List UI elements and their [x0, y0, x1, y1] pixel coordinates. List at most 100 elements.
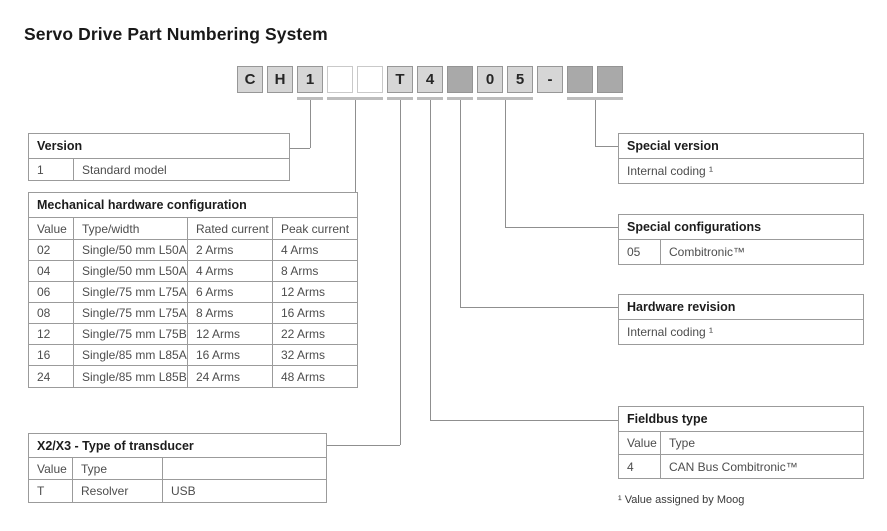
table-row: 06 Single/75 mm L75A 6 Arms 12 Arms	[29, 282, 357, 303]
table-cell: Single/75 mm L75A	[74, 282, 188, 302]
part-number-box: T	[387, 66, 413, 93]
table-cell: CAN Bus Combitronic™	[669, 459, 798, 474]
table-header-row: Value Type	[29, 458, 326, 480]
hardware-revision-table: Hardware revision Internal coding ¹	[618, 294, 864, 345]
leader-line-special-configurations	[505, 227, 618, 228]
table-cell: 04	[29, 261, 74, 281]
part-number-box	[327, 66, 353, 93]
connector-bar-hardware-revision	[447, 97, 473, 100]
connector-bar-version	[297, 97, 323, 100]
leader-line-mechanical	[355, 100, 356, 192]
column-header: Value	[29, 458, 73, 479]
leader-line-fieldbus	[430, 420, 618, 421]
special-version-table-title: Special version	[619, 134, 863, 159]
part-number-box: 0	[477, 66, 503, 93]
table-row: 05 Combitronic™	[619, 240, 863, 264]
transducer-table-title: X2/X3 - Type of transducer	[29, 434, 326, 458]
fieldbus-table: Fieldbus type Value Type 4 CAN Bus Combi…	[618, 406, 864, 479]
leader-line-transducer	[400, 100, 401, 445]
column-header: Rated current	[188, 218, 273, 239]
table-cell: Internal coding ¹	[627, 164, 714, 178]
table-row: 16 Single/85 mm L85A 16 Arms 32 Arms	[29, 345, 357, 366]
table-header-row: Value Type	[619, 432, 863, 455]
column-header: Type	[73, 458, 163, 479]
column-header: Type	[669, 436, 696, 450]
version-table: Version 1 Standard model	[28, 133, 290, 181]
special-configurations-table-title: Special configurations	[619, 215, 863, 240]
part-number-box: 5	[507, 66, 533, 93]
table-row: 12 Single/75 mm L75B 12 Arms 22 Arms	[29, 324, 357, 345]
table-cell: 4 Arms	[281, 243, 319, 257]
table-cell: 12 Arms	[188, 324, 273, 344]
leader-line-special-version	[595, 100, 596, 146]
footnote: ¹ Value assigned by Moog	[618, 494, 745, 506]
table-row: Internal coding ¹	[619, 159, 863, 183]
special-version-table: Special version Internal coding ¹	[618, 133, 864, 184]
part-number-box: 1	[297, 66, 323, 93]
table-cell: USB	[171, 484, 196, 498]
table-cell: 2 Arms	[188, 240, 273, 260]
column-header: Peak current	[281, 221, 350, 236]
table-row: 4 CAN Bus Combitronic™	[619, 455, 863, 478]
part-number-box: 4	[417, 66, 443, 93]
mechanical-table-title: Mechanical hardware configuration	[29, 193, 357, 218]
table-cell: 8 Arms	[281, 264, 319, 278]
table-cell: Single/85 mm L85B	[74, 366, 188, 387]
table-cell: Single/75 mm L75B	[74, 324, 188, 344]
leader-line-hardware-revision	[460, 307, 618, 308]
table-cell: 16	[29, 345, 74, 365]
leader-line-hardware-revision	[460, 100, 461, 307]
table-cell: 8 Arms	[188, 303, 273, 323]
table-cell: T	[29, 480, 73, 502]
column-header: Type/width	[74, 218, 188, 239]
table-cell: 32 Arms	[281, 348, 326, 362]
table-cell: Single/85 mm L85A	[74, 345, 188, 365]
transducer-table: X2/X3 - Type of transducer Value Type T …	[28, 433, 327, 503]
mechanical-table: Mechanical hardware configuration Value …	[28, 192, 358, 388]
table-cell: 08	[29, 303, 74, 323]
table-cell: 12	[29, 324, 74, 344]
table-cell: Standard model	[82, 162, 167, 177]
table-cell: Internal coding ¹	[627, 325, 714, 339]
hardware-revision-table-title: Hardware revision	[619, 295, 863, 320]
version-table-title: Version	[29, 134, 289, 159]
table-row: 04 Single/50 mm L50A 4 Arms 8 Arms	[29, 261, 357, 282]
table-cell: 24	[29, 366, 74, 387]
column-header: Value	[619, 432, 661, 454]
connector-bar-transducer	[387, 97, 413, 100]
connector-bar-special-version	[567, 97, 623, 100]
part-number-box: C	[237, 66, 263, 93]
table-cell: 05	[619, 240, 661, 264]
table-row: T Resolver USB	[29, 480, 326, 502]
table-row: Internal coding ¹	[619, 320, 863, 344]
table-row: 1 Standard model	[29, 159, 289, 180]
table-row: 02 Single/50 mm L50A 2 Arms 4 Arms	[29, 240, 357, 261]
part-number-box	[357, 66, 383, 93]
column-header: Value	[29, 218, 74, 239]
table-cell: Single/50 mm L50A	[74, 240, 188, 260]
table-cell: 4 Arms	[188, 261, 273, 281]
table-cell: 48 Arms	[281, 369, 326, 384]
leader-line-special-version	[595, 146, 618, 147]
connector-bar-mechanical	[327, 97, 383, 100]
table-cell: 06	[29, 282, 74, 302]
table-cell: 24 Arms	[188, 366, 273, 387]
table-cell: 4	[619, 455, 661, 478]
part-number-box: -	[537, 66, 563, 93]
table-row: 08 Single/75 mm L75A 8 Arms 16 Arms	[29, 303, 357, 324]
part-number-box	[597, 66, 623, 93]
leader-line-fieldbus	[430, 100, 431, 420]
table-row: 24 Single/85 mm L85B 24 Arms 48 Arms	[29, 366, 357, 387]
column-header	[163, 458, 326, 479]
leader-line-version	[310, 100, 311, 148]
table-cell: 22 Arms	[281, 327, 326, 341]
table-cell: Resolver	[73, 480, 163, 502]
table-cell: 16 Arms	[281, 306, 326, 320]
part-number-box: H	[267, 66, 293, 93]
table-cell: 1	[29, 159, 74, 180]
leader-line-special-configurations	[505, 100, 506, 227]
table-cell: Single/75 mm L75A	[74, 303, 188, 323]
table-cell: 6 Arms	[188, 282, 273, 302]
part-number-box	[447, 66, 473, 93]
